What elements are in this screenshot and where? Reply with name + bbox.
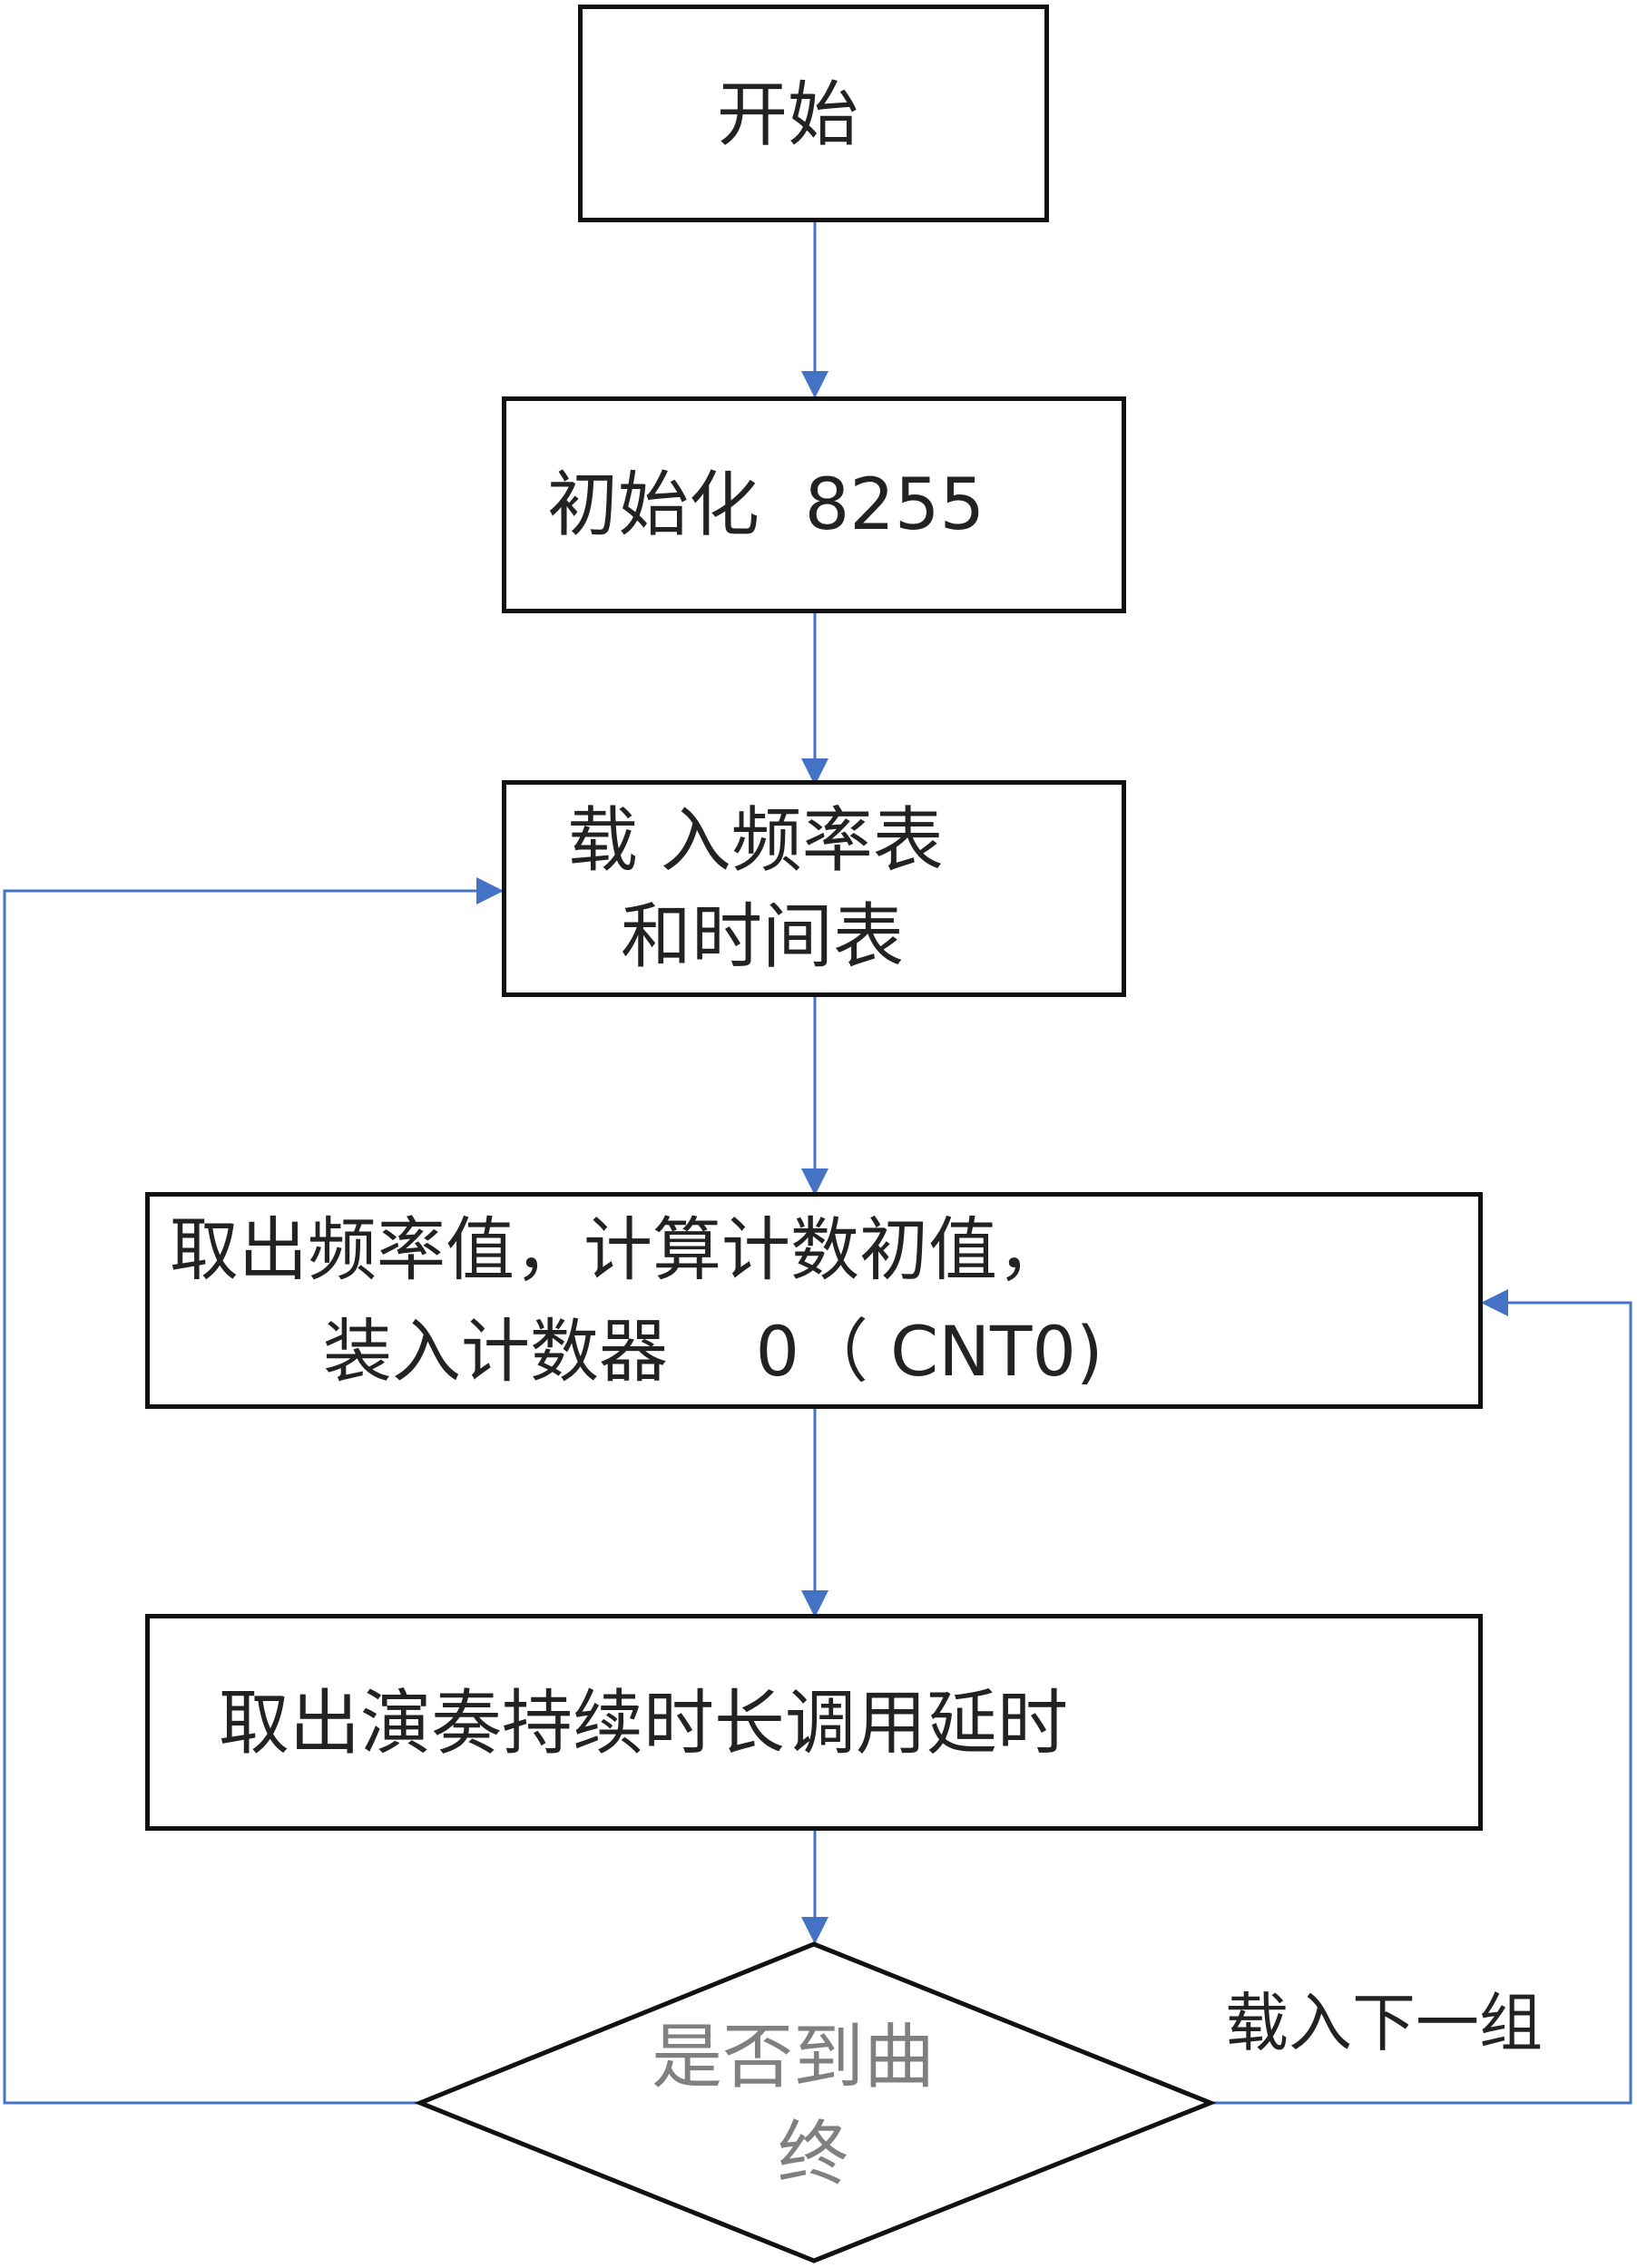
load-tables-label-line1: 载 入频率表 bbox=[567, 800, 944, 882]
loop-label: 载入下一组 bbox=[1225, 1986, 1543, 2060]
decision-diamond bbox=[414, 1941, 1217, 2263]
start-box bbox=[578, 5, 1049, 222]
duration-label: 取出演奏持续时长调用延时 bbox=[219, 1683, 1069, 1765]
arrow-loop-left bbox=[3, 877, 504, 2105]
decision-label-line1: 是否到曲 bbox=[652, 2017, 936, 2098]
fetch-frequency-box bbox=[145, 1192, 1483, 1409]
start-label: 开始 bbox=[717, 74, 859, 156]
decision-label-line2: 终 bbox=[778, 2114, 849, 2195]
duration-box bbox=[145, 1614, 1483, 1831]
fetch-frequency-label-line1: 取出频率值，计算计数初值， bbox=[170, 1209, 1066, 1290]
init-label: 初始化 8255 bbox=[547, 464, 985, 546]
load-tables-box bbox=[502, 780, 1126, 997]
arrow-loop-right bbox=[1211, 1289, 1632, 2105]
fetch-frequency-label-line2: 装入计数器 0（ CNT0) bbox=[323, 1311, 1103, 1392]
load-tables-label-line2: 和时间表 bbox=[621, 896, 905, 978]
init-box bbox=[502, 396, 1126, 613]
